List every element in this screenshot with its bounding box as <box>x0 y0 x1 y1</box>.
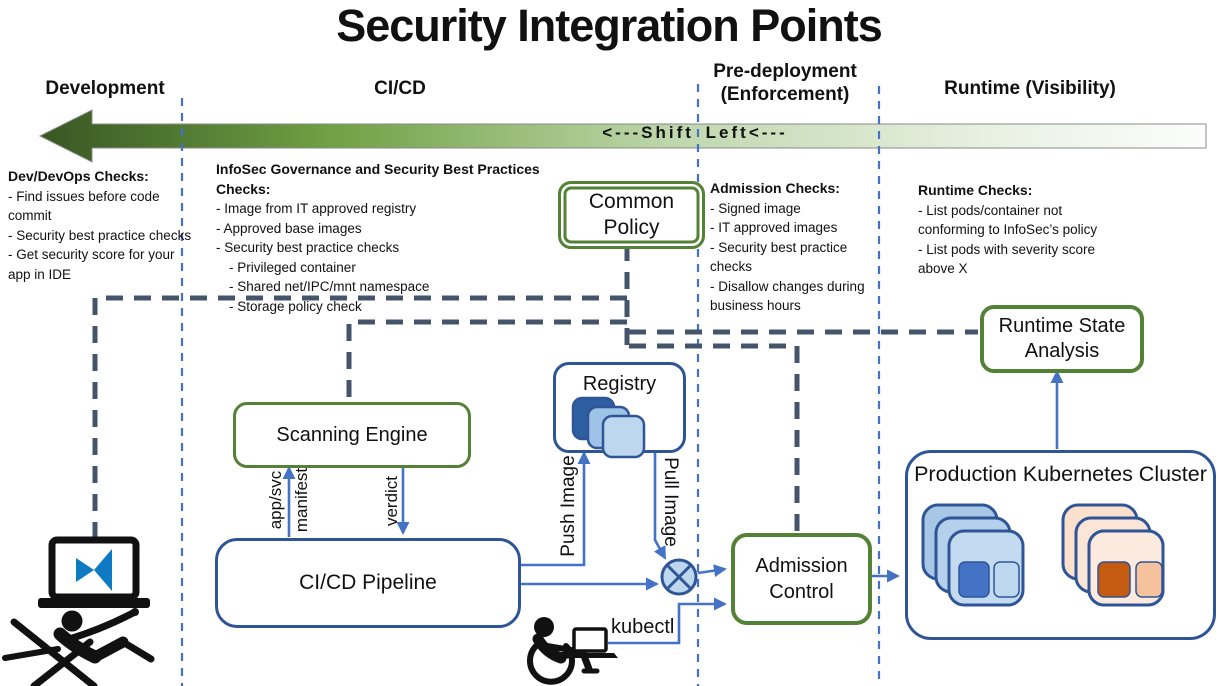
edge-label-verdict: verdict <box>382 475 401 527</box>
laptop-icon <box>562 627 618 658</box>
shift-left-label: <---Shift Left<--- <box>602 123 788 142</box>
edge-label-app-svc: app/svc <box>266 470 285 530</box>
check-item: - Disallow changes during business hours <box>710 278 865 314</box>
production-kubernetes-cluster-label: Production Kubernetes Cluster <box>914 462 1207 486</box>
check-item: - Security best practice checks <box>216 240 400 255</box>
reclining-person-icon <box>2 608 155 686</box>
phase-header-development: Development <box>45 78 165 99</box>
runtime-checks-title: Runtime Checks: <box>918 182 1033 198</box>
check-item: - Privileged container <box>229 259 356 275</box>
check-item: - Find issues before code commit <box>8 188 160 224</box>
registry-label: Registry <box>582 373 657 395</box>
runtime-checks-block: Runtime Checks: - List pods/container no… <box>918 181 1121 279</box>
edge-label-push-image: Push Image <box>558 455 579 557</box>
phase-header-runtime: Runtime (Visibility) <box>944 78 1116 99</box>
wheelchair-person-icon <box>527 617 600 685</box>
cicd-pipeline-box: CI/CD Pipeline <box>215 538 521 628</box>
check-item: - IT approved images <box>710 220 838 235</box>
cicd-pipeline-label: CI/CD Pipeline <box>299 571 437 594</box>
arrow-junction-to-admission <box>697 564 727 578</box>
admission-control-box: Admission Control <box>731 533 872 625</box>
runtime-state-analysis-box: Runtime State Analysis <box>980 305 1144 373</box>
check-item: - Get security score for your app in IDE <box>8 247 175 282</box>
phase-header-predeployment-line2: (Enforcement) <box>720 84 850 105</box>
page-title: Security Integration Points <box>336 0 883 51</box>
edge-label-kubectl: kubectl <box>611 616 675 638</box>
common-policy-label: Common Policy <box>588 190 675 239</box>
phase-header-cicd: CI/CD <box>374 78 426 99</box>
vs-laptop-icon <box>38 536 150 608</box>
merge-junction-icon <box>660 558 698 596</box>
infosec-governance-checks-block: InfoSec Governance and Security Best Pra… <box>216 160 588 316</box>
admission-checks-block: Admission Checks: - Signed image - IT ap… <box>710 179 872 316</box>
registry-box: Registry <box>553 362 686 453</box>
check-item: - Signed image <box>710 200 801 216</box>
admission-control-label: Admission Control <box>755 555 848 603</box>
check-item: - Storage policy check <box>229 298 362 314</box>
production-kubernetes-cluster-box: Production Kubernetes Cluster <box>905 450 1216 640</box>
edge-label-pull-image: Pull Image <box>660 457 681 547</box>
check-item: - List pods with severity score above X <box>918 241 1096 277</box>
dev-devops-checks-block: Dev/DevOps Checks: - Find issues before … <box>8 167 194 284</box>
check-item: - List pods/container not conforming to … <box>918 202 1098 238</box>
check-item: - Image from IT approved registry <box>216 201 417 216</box>
scanning-engine-label: Scanning Engine <box>276 424 428 446</box>
dev-checks-title: Dev/DevOps Checks: <box>8 168 149 184</box>
check-item: - Approved base images <box>216 220 362 236</box>
edge-label-manifest: manifest <box>292 467 311 533</box>
phase-header-predeployment-line1: Pre-deployment <box>713 61 857 82</box>
phase-header-predeployment: Pre-deployment (Enforcement) <box>700 60 870 106</box>
infosec-checks-title: InfoSec Governance and Security Best Pra… <box>216 161 540 197</box>
check-item: - Shared net/IPC/mnt namespace <box>229 279 430 294</box>
runtime-state-analysis-label: Runtime State Analysis <box>998 315 1126 362</box>
check-item: - Security best practice checks <box>710 239 848 275</box>
check-item: - Security best practice checks <box>8 227 192 243</box>
scanning-engine-box: Scanning Engine <box>233 402 471 468</box>
admission-checks-title: Admission Checks: <box>710 180 840 196</box>
common-policy-box: Common Policy <box>558 181 705 249</box>
